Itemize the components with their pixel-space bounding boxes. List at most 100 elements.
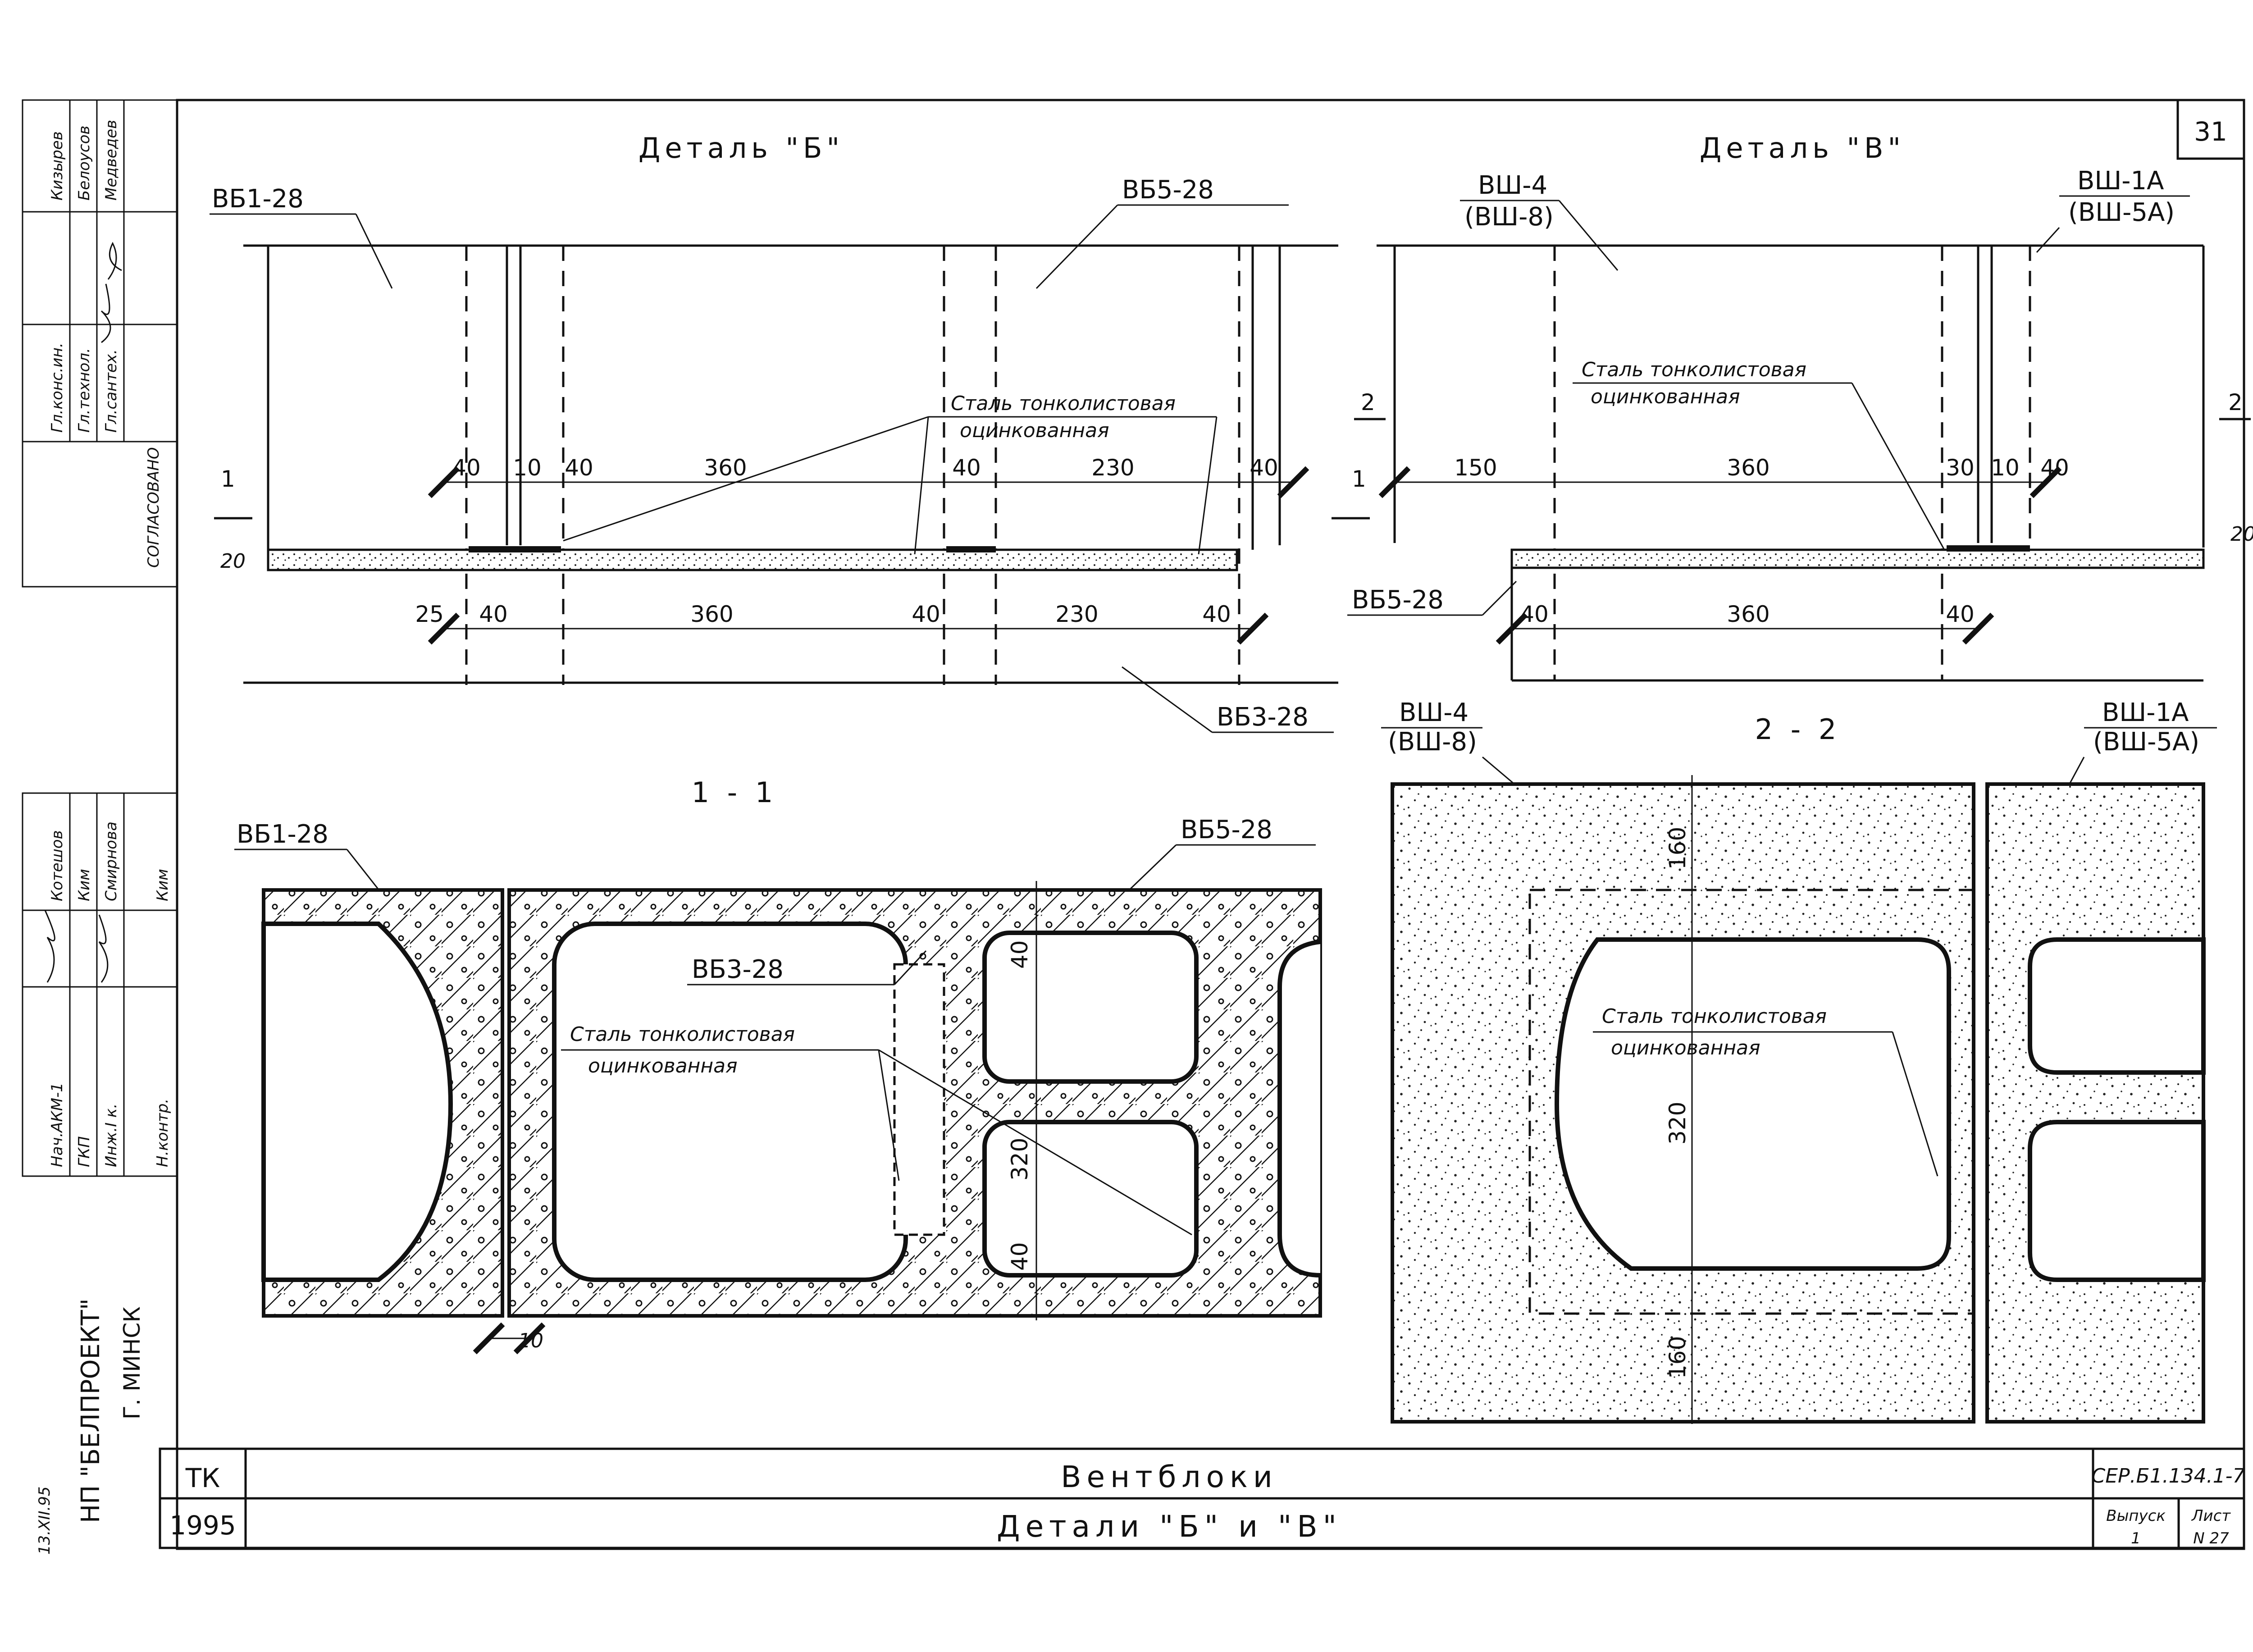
detail-b-dim-top-2: 10 <box>513 455 542 481</box>
approval-title: СОГЛАСОВАНО <box>145 447 163 568</box>
detail-b-label-right: ВБ5-28 <box>1122 175 1214 205</box>
section-2-note-line1: Сталь тонколистовая <box>1602 1005 1827 1028</box>
sheet-number: 31 <box>2194 116 2227 147</box>
section-1-label-left: ВБ1-28 <box>237 820 328 849</box>
title-block-name: Вентблоки <box>1061 1460 1278 1494</box>
staff-name-1: Котешов <box>48 830 66 901</box>
detail-b-thickness: 20 <box>220 550 246 573</box>
approval-role-2: Гл.технол. <box>75 348 93 433</box>
staff-name-3: Смирнова <box>102 821 120 901</box>
section-1-cavity-edge <box>1277 940 1321 1278</box>
staff-role-4: Н.контр. <box>154 1099 172 1167</box>
detail-b-dim-bottom-5: 230 <box>1055 601 1098 627</box>
detail-v-plate <box>1947 545 2030 552</box>
detail-v-label-right: ВШ-1А <box>2077 166 2164 196</box>
org-date: 13.XII.95 <box>36 1487 54 1555</box>
detail-v-dim-top-4: 10 <box>1991 455 2020 481</box>
detail-v-dim-bottom-2: 360 <box>1727 601 1770 627</box>
detail-v-section-mark-right: 2 <box>2228 389 2243 415</box>
section-1-cavity-upper <box>982 931 1199 1084</box>
title-block-sheet-value: N 27 <box>2193 1529 2229 1547</box>
section-2-dim-2: 320 <box>1665 1102 1691 1145</box>
section-1-dim-1: 40 <box>1007 940 1033 969</box>
detail-v-note-line1: Сталь тонколистовая <box>1582 358 1806 381</box>
detail-v-dim-bottom-3: 40 <box>1946 601 1975 627</box>
staff-name-4: Ким <box>154 869 172 901</box>
title-block-issue-label: Выпуск <box>2106 1507 2166 1525</box>
section-1-dim-2: 320 <box>1007 1138 1033 1181</box>
section-1-label-right: ВБ5-28 <box>1181 815 1272 844</box>
detail-b-label-bottom: ВБ3-28 <box>1217 703 1309 732</box>
detail-v-section-mark-left: 2 <box>1361 389 1375 415</box>
approval-name-3: Медведев <box>102 120 120 201</box>
section-2-label-right: ВШ-1А <box>2102 698 2189 727</box>
section-2-dim-1: 160 <box>1665 827 1691 870</box>
section-2-label-right-alt: (ВШ-5А) <box>2093 727 2199 757</box>
detail-v: Деталь "В" ВШ-4 (ВШ-8) ВШ-1А (ВШ-5А) 150… <box>1347 132 2253 682</box>
org-city: Г. МИНСК <box>119 1306 145 1419</box>
detail-b-dim-bottom-2: 40 <box>479 601 508 627</box>
detail-b-plate-1 <box>469 546 561 552</box>
section-1-title: 1 - 1 <box>692 776 778 809</box>
detail-b-dim-bottom-6: 40 <box>1202 601 1231 627</box>
section-2-title: 2 - 2 <box>1755 713 1841 746</box>
detail-b-plate-2 <box>946 546 996 552</box>
detail-b-dim-top-7: 40 <box>1250 455 1278 481</box>
staff-role-3: Инж.I к. <box>102 1104 120 1167</box>
section-1-cavity-left <box>261 922 453 1282</box>
staff-name-2: Ким <box>75 869 93 901</box>
detail-v-title: Деталь "В" <box>1700 132 1905 164</box>
section-2-2: 2 - 2 ВШ-4 (ВШ-8) ВШ-1А (ВШ-5А) 160 320 … <box>1381 698 2217 1424</box>
detail-v-dim-top-3: 30 <box>1946 455 1975 481</box>
detail-v-note-line2: оцинкованная <box>1591 385 1740 408</box>
title-block: ТК 1995 Вентблоки Детали "Б" и "В" СЕР.Б… <box>159 1447 2245 1549</box>
detail-b-dim-top-3: 40 <box>565 455 593 481</box>
section-2-label-left-alt: (ВШ-8) <box>1388 727 1477 757</box>
org-name: НП "БЕЛПРОЕКТ" <box>76 1298 105 1523</box>
staff-stamp: Нач.АКМ-1 ГКП Инж.I к. Н.контр. Котешов … <box>22 792 178 1177</box>
detail-b-section-mark-right: 1 <box>1352 466 1366 492</box>
detail-v-dim-bottom-1: 40 <box>1520 601 1549 627</box>
organization-stamp: 13.XII.95 НП "БЕЛПРОЕКТ" Г. МИНСК <box>36 1298 145 1555</box>
section-1-cavity-lower <box>982 1120 1199 1278</box>
title-block-subtitle: Детали "Б" и "В" <box>997 1509 1342 1544</box>
detail-v-dim-top-5: 40 <box>2040 455 2069 481</box>
detail-b-steel-strip <box>267 548 1238 571</box>
section-2-cavity-upper <box>2028 937 2206 1075</box>
detail-b-label-left: ВБ1-28 <box>212 184 304 214</box>
approval-name-2: Белоусов <box>75 126 93 201</box>
detail-b-dim-top-6: 230 <box>1091 455 1134 481</box>
section-2-cavity-lower <box>2028 1120 2206 1282</box>
approval-role-1: Гл.конс.ин. <box>48 342 66 433</box>
title-block-org-code: ТК <box>185 1463 220 1493</box>
detail-v-label-right-alt: (ВШ-5А) <box>2068 198 2175 227</box>
section-2-block-right <box>1985 782 2205 1424</box>
detail-v-thickness: 20 <box>2230 523 2253 546</box>
detail-b-dim-bottom-4: 40 <box>912 601 940 627</box>
section-2-dim-3: 160 <box>1665 1336 1691 1379</box>
section-1-1: 1 - 1 ВБ1-28 ВБ5-28 ВБ3-28 Сталь тонколи… <box>234 776 1322 1355</box>
detail-b-dim-bottom-3: 360 <box>690 601 733 627</box>
detail-b-title: Деталь "Б" <box>639 132 844 164</box>
detail-b-section-mark-left: 1 <box>221 466 235 492</box>
detail-b-note-line2: оцинкованная <box>960 419 1109 442</box>
detail-b-dim-top-1: 40 <box>452 455 481 481</box>
section-1-dim-4: 10 <box>518 1329 543 1352</box>
title-block-series: СЕР.Б1.134.1-7 <box>2091 1465 2245 1488</box>
title-block-year: 1995 <box>169 1510 236 1541</box>
detail-v-label-left: ВШ-4 <box>1478 171 1547 200</box>
approval-stamp: Гл.конс.ин. Гл.технол. Гл.сантех. Кизыре… <box>22 99 178 588</box>
section-2-label-left: ВШ-4 <box>1399 698 1469 727</box>
approval-role-3: Гл.сантех. <box>102 349 120 433</box>
signature-3 <box>44 910 55 983</box>
detail-b-dim-bottom-1: 25 <box>415 601 444 627</box>
staff-role-2: ГКП <box>75 1136 93 1167</box>
section-1-dim-3: 40 <box>1007 1242 1033 1271</box>
section-1-note-line2: оцинкованная <box>588 1054 738 1077</box>
section-2-cavity <box>1554 937 1951 1271</box>
sheet-number-box <box>2176 99 2245 160</box>
section-1-note-line1: Сталь тонколистовая <box>570 1023 795 1046</box>
section-1-label-middle: ВБ3-28 <box>692 955 784 984</box>
